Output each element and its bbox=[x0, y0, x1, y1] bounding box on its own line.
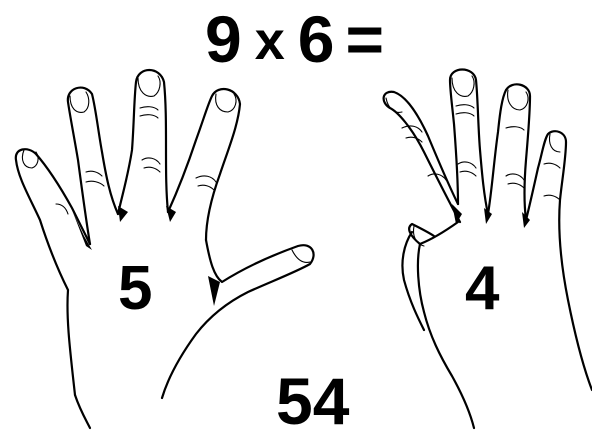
left-hand-count: 5 bbox=[118, 258, 152, 320]
right-hand-count: 4 bbox=[465, 258, 499, 320]
result: 54 bbox=[276, 368, 349, 434]
